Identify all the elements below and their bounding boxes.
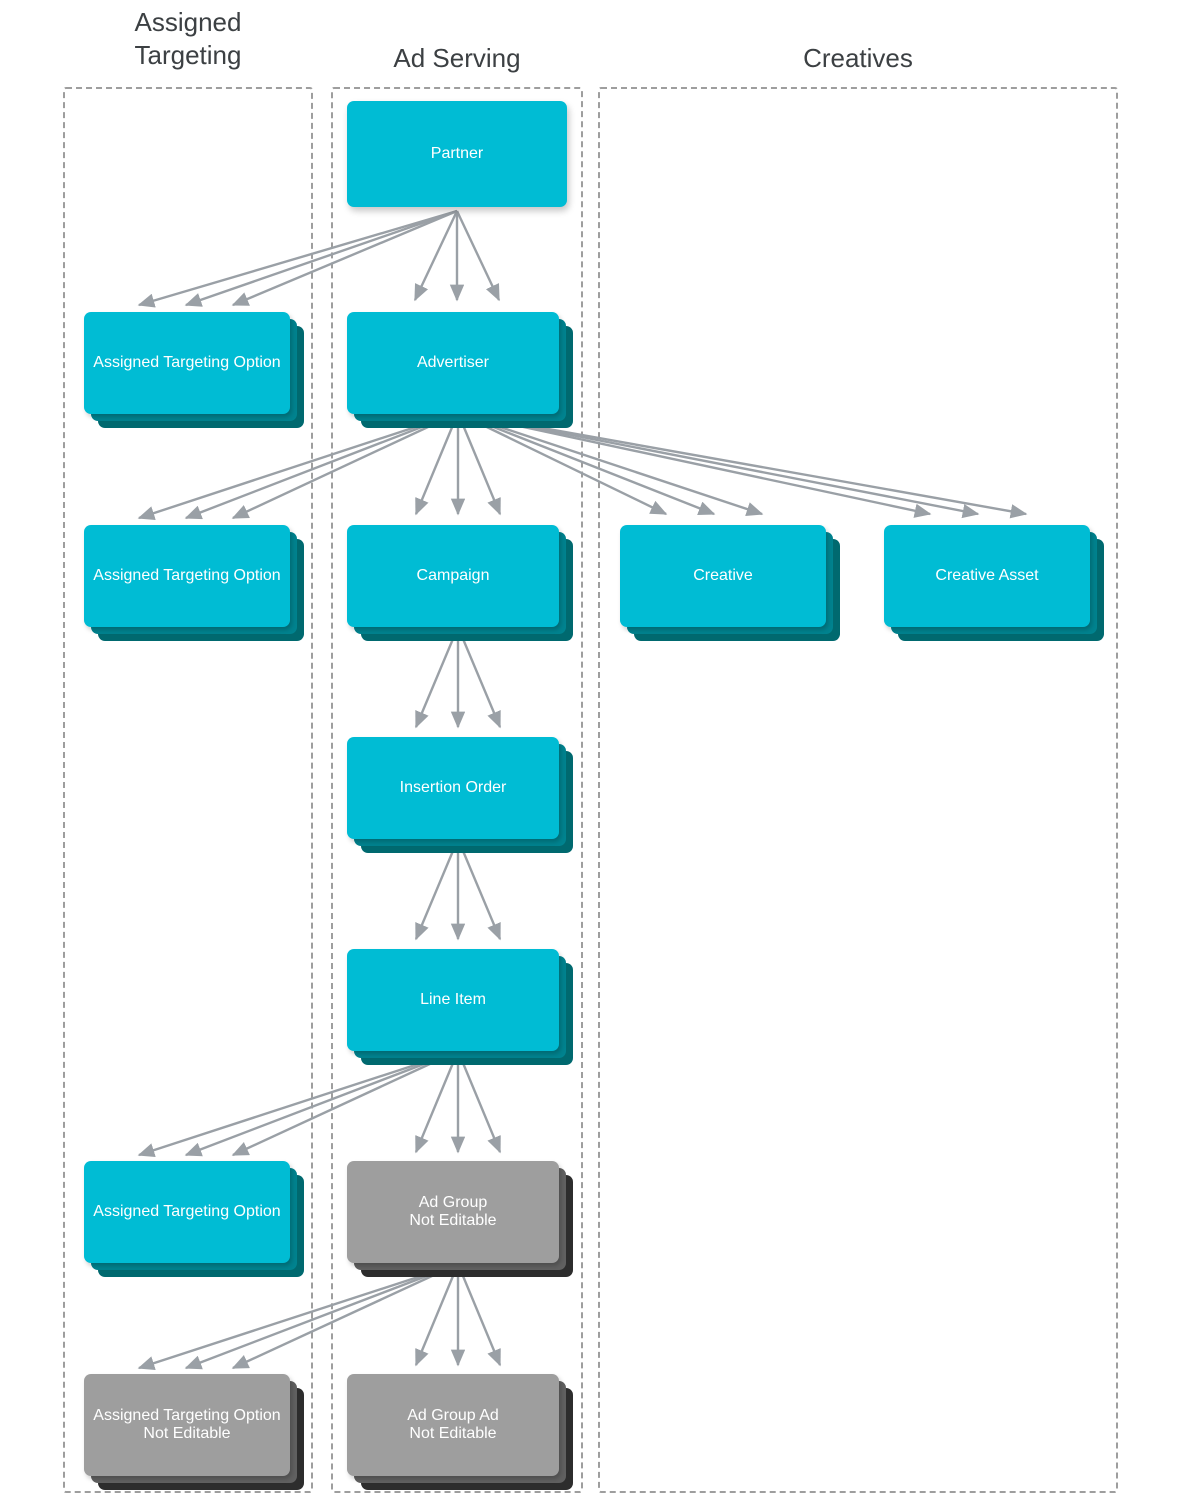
node-ad-group-title: Ad Group [418,1194,488,1211]
node-line-item-title: Line Item [420,991,486,1008]
node-creative-asset-title: Creative Asset [935,567,1039,584]
node-assigned-targeting-option-ad-group-title: Assigned Targeting Option [93,1407,281,1424]
column-label-creatives: Creatives [803,43,913,73]
node-assigned-targeting-option-ad-group[interactable]: Assigned Targeting Option Not Editable [84,1374,304,1490]
node-ad-group[interactable]: Ad Group Not Editable [347,1161,573,1277]
node-ad-group-not-editable-label: Not Editable [409,1212,497,1229]
lane-creatives [598,87,1118,1493]
node-insertion-order-title: Insertion Order [399,779,507,796]
node-advertiser-title: Advertiser [416,354,490,371]
node-creative-asset[interactable]: Creative Asset [884,525,1104,641]
node-assigned-targeting-option-advertiser[interactable]: Assigned Targeting Option [84,525,304,641]
column-label-ad-serving: Ad Serving [393,43,521,73]
lane-assigned-targeting [63,87,313,1493]
node-advertiser[interactable]: Advertiser [347,312,573,428]
node-insertion-order[interactable]: Insertion Order [347,737,573,853]
node-partner[interactable]: Partner [347,101,567,207]
node-line-item[interactable]: Line Item [347,949,573,1065]
node-campaign[interactable]: Campaign [347,525,573,641]
node-assigned-targeting-option-line-item-title: Assigned Targeting Option [93,1203,281,1220]
node-creative[interactable]: Creative [620,525,840,641]
node-assigned-targeting-option-ad-group-not-editable-label: Not Editable [143,1425,231,1442]
node-ad-group-ad-title: Ad Group Ad [407,1407,499,1424]
node-assigned-targeting-option-line-item[interactable]: Assigned Targeting Option [84,1161,304,1277]
node-partner-title: Partner [430,145,484,162]
node-assigned-targeting-option-partner[interactable]: Assigned Targeting Option [84,312,304,428]
node-campaign-title: Campaign [416,567,490,584]
node-creative-title: Creative [693,567,753,584]
lane-ad-serving [331,87,583,1493]
node-ad-group-ad-not-editable-label: Not Editable [409,1425,497,1442]
node-ad-group-ad[interactable]: Ad Group Ad Not Editable [347,1374,573,1490]
node-assigned-targeting-option-partner-title: Assigned Targeting Option [93,354,281,371]
node-assigned-targeting-option-advertiser-title: Assigned Targeting Option [93,567,281,584]
column-label-assigned-targeting: Assigned Targeting [134,7,242,71]
